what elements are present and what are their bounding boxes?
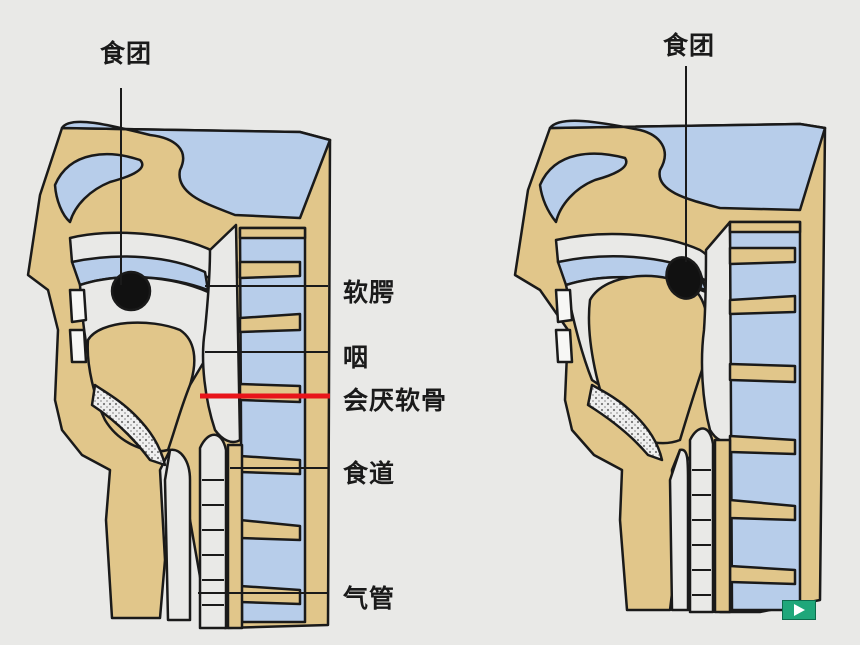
left-teeth-lower — [68, 328, 88, 364]
play-triangle-icon — [793, 604, 805, 616]
left-diagram — [26, 88, 332, 630]
right-esophagus-tube — [713, 438, 732, 614]
right-cranium-blue — [548, 119, 827, 212]
next-slide-button[interactable] — [782, 600, 816, 620]
right-teeth-upper — [554, 288, 574, 324]
left-jaw-bone — [90, 383, 167, 467]
right-nasal-blue — [538, 152, 628, 224]
left-cranium-blue — [60, 120, 332, 220]
label-soft-palate: 软腭 — [343, 278, 396, 307]
right-diagram — [513, 66, 827, 614]
right-vertebrae — [728, 220, 802, 586]
label-epiglottis: 会厌软骨 — [343, 386, 448, 415]
left-lower-airway — [163, 448, 192, 622]
left-bolus — [110, 270, 152, 312]
left-pointer-lines — [120, 88, 328, 594]
label-bolus-right: 食团 — [663, 31, 716, 60]
right-lower-airway — [668, 448, 690, 612]
label-bolus-left: 食团 — [100, 39, 153, 68]
left-spine-column — [238, 226, 307, 624]
left-teeth-upper — [68, 288, 88, 324]
right-spine-column — [728, 220, 802, 612]
left-trachea-tube — [198, 433, 228, 630]
right-teeth-lower — [554, 328, 574, 364]
label-trachea: 气管 — [343, 584, 396, 613]
left-trachea-rings — [202, 479, 224, 606]
left-pharynx-space — [201, 223, 242, 444]
label-pharynx: 咽 — [343, 343, 370, 372]
left-esophagus-tube — [226, 443, 244, 630]
right-trachea-rings — [692, 469, 711, 596]
right-bolus — [665, 256, 703, 300]
right-jaw-bone — [586, 383, 664, 462]
right-pharynx-space — [700, 220, 734, 443]
label-esophagus: 食道 — [343, 459, 396, 488]
